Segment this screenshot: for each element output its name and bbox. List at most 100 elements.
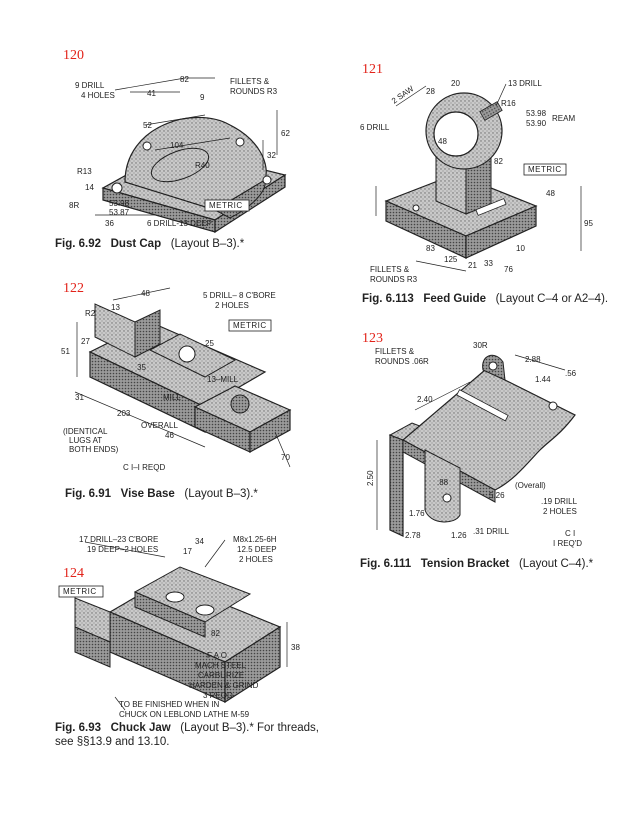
dust-cap-drawing: 9 DRILL 4 HOLES 82 41 9 FILLETS & ROUNDS…	[69, 75, 290, 234]
chuck-jaw-steel: MACH STEEL	[195, 661, 247, 670]
vise-base-dim-46: 46	[165, 431, 174, 440]
tension-bracket-dim-144: 1.44	[535, 375, 551, 384]
chuck-jaw-fao: F A O	[207, 651, 227, 660]
feed-guide-dim-21: 21	[468, 261, 477, 270]
caption-chuck-jaw-see: see §§13.9 and 13.10.	[55, 736, 170, 748]
chuck-jaw-holes2: 2 HOLES	[239, 555, 273, 564]
tension-bracket-dim-526: 5.26	[489, 491, 505, 500]
tension-bracket-fillets: FILLETS &	[375, 347, 415, 356]
feed-guide-dim-83: 83	[426, 244, 435, 253]
vise-base-dim-203: 203	[117, 409, 131, 418]
dust-cap-dim-62: 62	[281, 129, 290, 138]
figure-feed-guide: 2 SAW 28 20 13 DRILL R16 53.98 53.90 REA…	[356, 76, 596, 286]
vise-base-dim-51: 51	[61, 347, 70, 356]
feed-guide-r16: R16	[501, 99, 516, 108]
tension-bracket-dim-278: 2.78	[405, 531, 421, 540]
feed-guide-dim-48b: 48	[546, 189, 555, 198]
vise-base-holes: 2 HOLES	[215, 301, 249, 310]
feed-guide-dim-76: 76	[504, 265, 513, 274]
dust-cap-fillets-label: FILLETS &	[230, 77, 270, 86]
caption-feed-guide: Fig. 6.113 Feed Guide (Layout C–4 or A2–…	[362, 293, 608, 305]
tension-bracket-overall: (Overall)	[515, 481, 546, 490]
vise-base-ends: BOTH ENDS)	[69, 445, 119, 454]
tension-bracket-r30: 30R	[473, 341, 488, 350]
dust-cap-deep-label: 6 DRILL-13 DEEP	[147, 219, 212, 228]
feed-guide-layout: (Layout C–4 or A2–4).	[495, 293, 609, 305]
chuck-jaw-reqd: 3 REQD	[203, 691, 233, 700]
dust-cap-drill-label: 9 DRILL	[75, 81, 105, 90]
tension-bracket-dim-240: 2.40	[417, 395, 433, 404]
feed-guide-dim-125: 125	[444, 255, 458, 264]
chuck-jaw-finish: TO BE FINISHED WHEN IN	[119, 700, 220, 709]
tension-bracket-layout: (Layout C–4).*	[518, 558, 594, 570]
vise-base-13-mill: 13–MILL	[207, 375, 239, 384]
chuck-jaw-chuck: CHUCK ON LEBLOND LATHE M-59	[119, 710, 250, 719]
feed-guide-dim-28: 28	[426, 87, 435, 96]
dust-cap-fig-no: Fig. 6.92	[55, 238, 102, 250]
vise-base-dim-25: 25	[205, 339, 214, 348]
tension-bracket-dim-88: .88	[437, 478, 449, 487]
chuck-jaw-layout: (Layout B–3).* For threads,	[180, 722, 320, 734]
chuck-jaw-cbore: 17 DRILL–23 C'BORE	[79, 535, 158, 544]
tension-bracket-name: Tension Bracket	[420, 558, 510, 570]
chuck-jaw-name: Chuck Jaw	[110, 722, 171, 734]
chuck-jaw-dim-17: 17	[183, 547, 192, 556]
chuck-jaw-metric-box: METRIC	[63, 587, 97, 596]
vise-base-overall: OVERALL	[141, 421, 178, 430]
chuck-jaw-deep: 19 DEEP–2 HOLES	[87, 545, 158, 554]
chuck-jaw-thread: M8x1.25-6H	[233, 535, 277, 544]
feed-guide-dim-82: 82	[494, 157, 503, 166]
chuck-jaw-harden: HARDEN & GRIND	[189, 681, 259, 690]
vise-base-drawing: 48 13 5 DRILL– 8 C'BORE 2 HOLES METRIC R…	[61, 287, 292, 472]
tension-bracket-dim-288: 2.88	[525, 355, 541, 364]
dust-cap-rounds-label: ROUNDS R3	[230, 87, 278, 96]
chuck-jaw-dim-34: 34	[195, 537, 204, 546]
vise-base-dim-35: 35	[137, 363, 146, 372]
tension-bracket-fig-no: Fig. 6.111	[360, 558, 412, 570]
chuck-jaw-deep2: 12.5 DEEP	[237, 545, 277, 554]
vise-base-metric-box: METRIC	[233, 321, 267, 330]
dust-cap-dim-9: 9	[200, 93, 205, 102]
chuck-jaw-fig-no: Fig. 6.93	[55, 722, 102, 734]
tension-bracket-dim-56: .56	[565, 369, 577, 378]
feed-guide-dim-95: 95	[584, 219, 593, 228]
caption-tension-bracket: Fig. 6.111 Tension Bracket (Layout C–4).…	[360, 558, 593, 570]
dust-cap-r40: R40	[195, 161, 210, 170]
vise-base-dim-27: 27	[81, 337, 90, 346]
tension-bracket-drill19: .19 DRILL	[541, 497, 578, 506]
chuck-jaw-dim-82: 82	[211, 629, 220, 638]
vise-base-fig-no: Fig. 6.91	[65, 488, 112, 500]
tension-bracket-holes: 2 HOLES	[543, 507, 577, 516]
tension-bracket-rounds: ROUNDS .06R	[375, 357, 429, 366]
feed-guide-drill6: 6 DRILL	[360, 123, 390, 132]
vise-base-name: Vise Base	[120, 488, 175, 500]
tension-bracket-dim-126: 1.26	[451, 531, 467, 540]
vise-base-dim-13: 13	[111, 303, 120, 312]
dust-cap-dim-104: 104	[170, 141, 184, 150]
figure-dust-cap: 9 DRILL 4 HOLES 82 41 9 FILLETS & ROUNDS…	[55, 70, 300, 235]
feed-guide-saw: 2 SAW	[390, 84, 416, 106]
dust-cap-dia-1: 53.98	[109, 199, 130, 208]
feed-guide-ream-2: 53.90	[526, 119, 547, 128]
figure-vise-base: 48 13 5 DRILL– 8 C'BORE 2 HOLES METRIC R…	[55, 282, 305, 482]
problem-number-120: 120	[63, 48, 84, 63]
vise-base-mill: MILL	[163, 393, 181, 402]
feed-guide-ream-1: 53.98	[526, 109, 547, 118]
feed-guide-dim-20: 20	[451, 79, 460, 88]
dust-cap-metric-box: METRIC	[209, 201, 243, 210]
caption-dust-cap: Fig. 6.92 Dust Cap (Layout B–3).*	[55, 238, 244, 250]
vise-base-r2: R2	[85, 309, 96, 318]
problem-number-121: 121	[362, 62, 383, 77]
problem-number-123: 123	[362, 331, 383, 346]
vise-base-lugs: LUGS AT	[69, 436, 102, 445]
dust-cap-dim-82: 82	[180, 75, 189, 84]
feed-guide-dim-10: 10	[516, 244, 525, 253]
problem-number-124: 124	[63, 566, 84, 581]
dust-cap-dim-32: 32	[267, 151, 276, 160]
problem-number-122: 122	[63, 281, 84, 296]
vise-base-dim-31: 31	[75, 393, 84, 402]
vise-base-dim-48: 48	[141, 289, 150, 298]
chuck-jaw-drawing: 17 DRILL–23 C'BORE 19 DEEP–2 HOLES 34 17…	[58, 535, 300, 719]
tension-bracket-dim-250: 2.50	[366, 470, 375, 486]
vise-base-reqd: C I–I REQD	[123, 463, 165, 472]
